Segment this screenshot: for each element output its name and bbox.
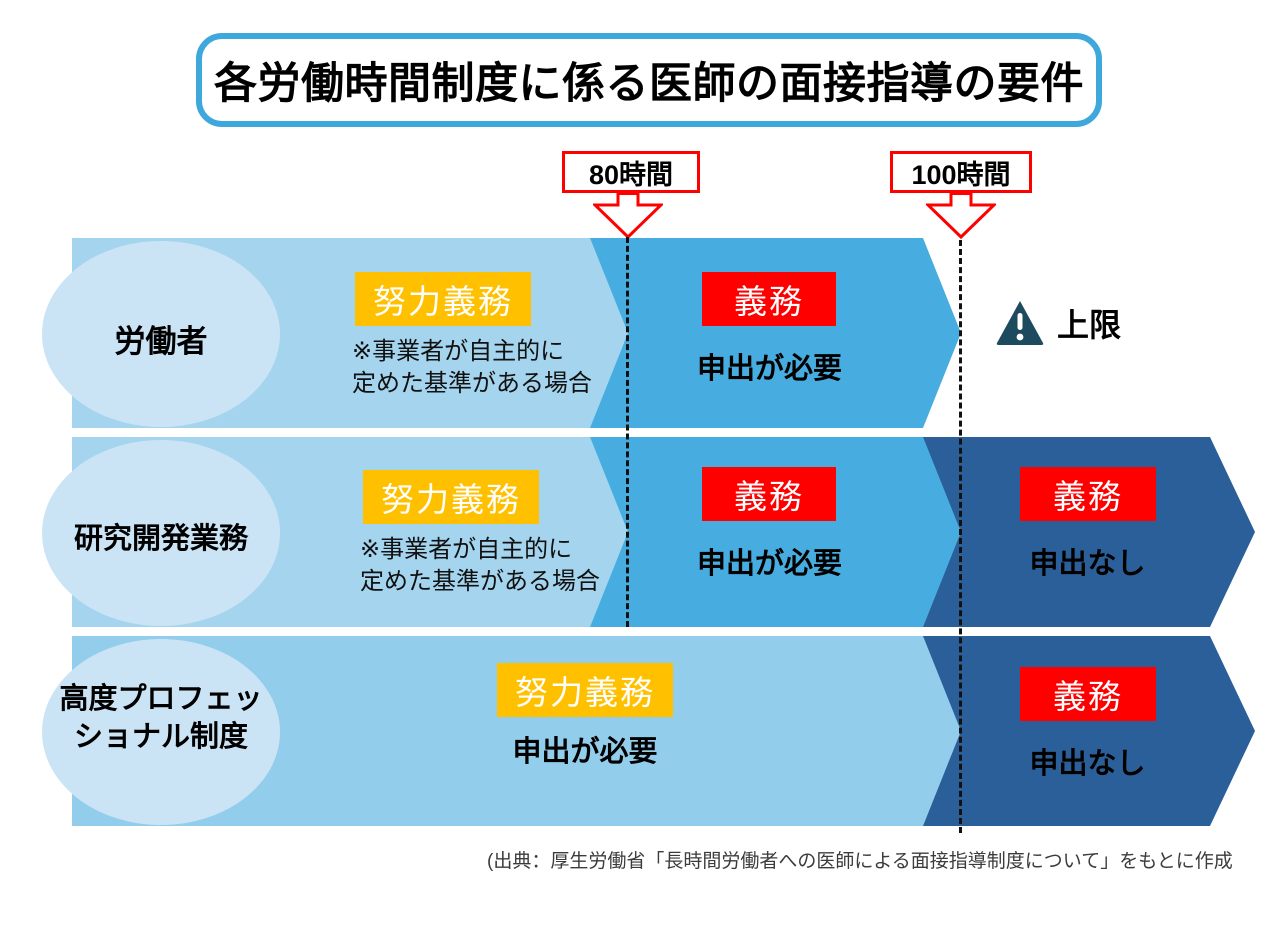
row-rnd-label: 研究開発業務: [73, 523, 248, 555]
row-rnd-duty1-badge: 義務: [702, 467, 836, 521]
marker-100h-box: 100時間: [890, 151, 1032, 193]
band-pro-over100-segment: [917, 636, 1255, 826]
row-workers-effort-badge: 努力義務: [355, 272, 531, 326]
band-row-pro: [42, 636, 1255, 826]
row-rnd-duty2-badge: 義務: [1020, 467, 1156, 521]
row-workers-label: 労働者: [114, 324, 208, 359]
row-pro-effort-badge: 努力義務: [497, 663, 673, 717]
row-pro-label-line2: ショナル制度: [73, 721, 248, 753]
band-workers-obligation-segment: [555, 238, 961, 428]
row-pro-label: 高度プロフェッ ショナル制度: [41, 680, 281, 756]
row-rnd-effort-note: ※事業者が自主的に 定めた基準がある場合: [360, 534, 600, 598]
source-citation: (出典：厚生労働省「長時間労働者への医師による面接指導制度について」をもとに作成: [487, 851, 1233, 872]
row-rnd-bubble: [42, 440, 280, 626]
row-workers-limit: 上限: [995, 300, 1121, 346]
row-pro-label-line1: 高度プロフェッ: [59, 683, 263, 715]
marker-100h-label: 100時間: [911, 159, 1011, 190]
row-pro-duty-badge: 義務: [1020, 667, 1156, 721]
marker-80h-label: 80時間: [588, 159, 674, 190]
row-workers-duty-badge: 義務: [702, 272, 836, 326]
page-title: 各労働時間制度に係る医師の面接指導の要件: [214, 60, 1084, 108]
row-workers-duty-text: 申出が必要: [696, 353, 842, 385]
band-rnd-over100-segment: [917, 437, 1255, 627]
band-rnd-obligation-segment: [555, 437, 961, 627]
band-pro-effort-segment: [72, 636, 961, 826]
marker-100h-arrow-icon: [926, 192, 996, 240]
title-box: 各労働時間制度に係る医師の面接指導の要件: [196, 33, 1102, 127]
row-rnd-effort-note-line1: ※事業者が自主的に: [360, 536, 573, 563]
marker-80h-box: 80時間: [562, 151, 700, 193]
row-pro-effort-text: 申出が必要: [512, 736, 658, 768]
row-workers-effort-note: ※事業者が自主的に 定めた基準がある場合: [352, 336, 592, 400]
marker-80h-arrow-icon: [593, 192, 663, 240]
row-rnd-effort-note-line2: 定めた基準がある場合: [360, 568, 600, 595]
row-pro-duty-text: 申出なし: [1029, 748, 1146, 780]
row-workers-effort-note-line1: ※事業者が自主的に: [352, 338, 565, 365]
row-workers-effort-note-line2: 定めた基準がある場合: [352, 370, 592, 397]
row-workers-limit-label: 上限: [1057, 307, 1122, 343]
row-workers-bubble: [42, 241, 280, 427]
warning-icon: [996, 301, 1044, 345]
threshold-line-100h: [959, 240, 962, 833]
row-rnd-duty1-text: 申出が必要: [696, 548, 842, 580]
threshold-line-80h: [626, 237, 629, 627]
row-rnd-effort-badge: 努力義務: [363, 470, 539, 524]
row-pro-bubble: [42, 639, 280, 825]
row-rnd-duty2-text: 申出なし: [1029, 548, 1146, 580]
